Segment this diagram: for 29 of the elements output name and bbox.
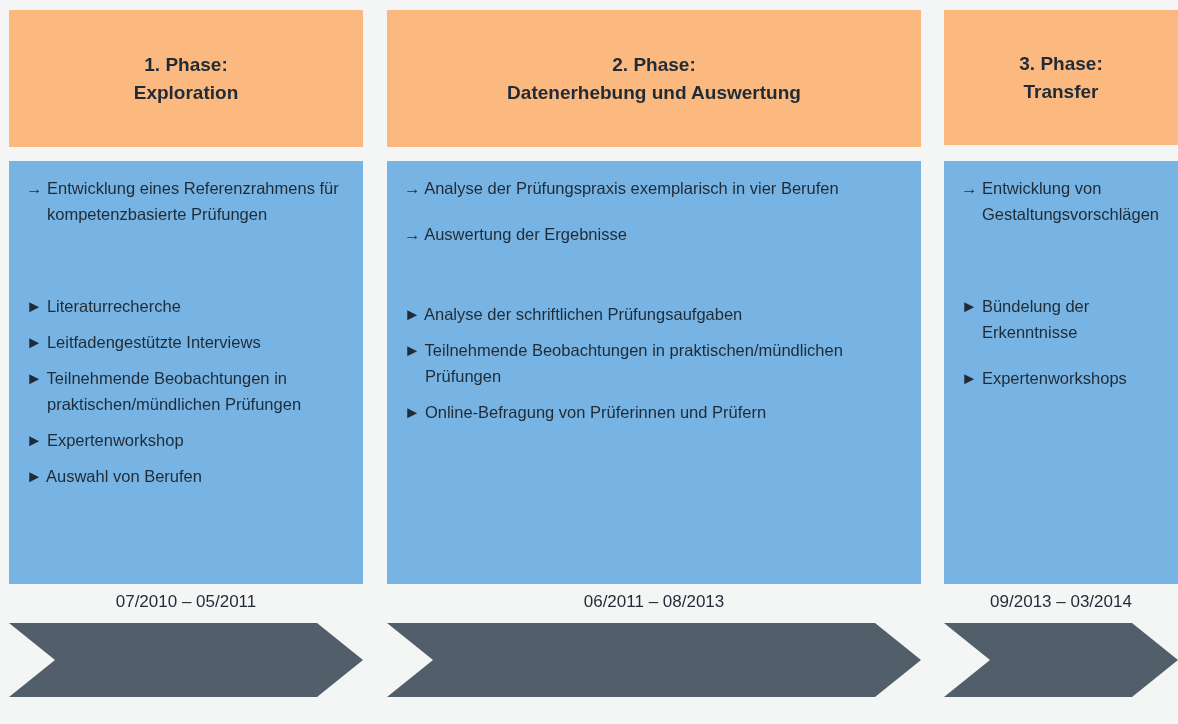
phase-panel [9,161,363,584]
phase-title: Datenerhebung und Auswertung [507,80,801,105]
list-item: → Entwicklung von Gestaltungsvorschlägen [961,178,1161,225]
phase-header [944,10,1178,145]
phase-title: 3. Phase: [1019,51,1103,76]
phase-header [387,10,921,147]
phase-title: Exploration [133,80,239,105]
list-item: ► Teilnehmende Beobachtungen in praktischen/mündlichen Prüfungen [26,368,303,415]
list-item: ► Expertenworkshop [26,430,185,451]
date-range: 07/2010 – 05/2011 [114,592,258,612]
phase-panel [944,161,1178,584]
list-item: ► Leitfadengestützte Interviews [26,332,262,353]
phase-panel [387,161,921,584]
list-item: ► Expertenworkshops [961,368,1128,389]
phase-title: 1. Phase: [144,52,228,77]
list-item: ► Online-Befragung von Prüferinnen und Prüfern [404,402,768,423]
list-item: → Entwicklung eines Referenzrahmens für kompetenzbasierte Prüfungen [26,178,340,225]
phase-title: 2. Phase: [612,52,696,77]
phase-header [9,10,363,147]
list-item: ► Bündelung der Erkenntnisse [961,296,1091,343]
list-item: ► Analyse der schriftlichen Prüfungsaufgaben [404,304,744,325]
date-range: 06/2011 – 08/2013 [582,592,726,612]
list-item: ► Literaturrecherche [26,296,182,317]
list-item: → Auswertung der Ergebnisse [404,224,628,245]
date-range: 09/2013 – 03/2014 [989,592,1133,612]
list-item: → Analyse der Prüfungspraxis exemplarisch in vier Berufen [404,178,840,199]
list-item: ► Teilnehmende Beobachtungen in praktischen/mündlichen Prüfungen [404,340,844,387]
list-item: ► Auswahl von Berufen [26,466,203,487]
phase-title: Transfer [1023,79,1099,104]
